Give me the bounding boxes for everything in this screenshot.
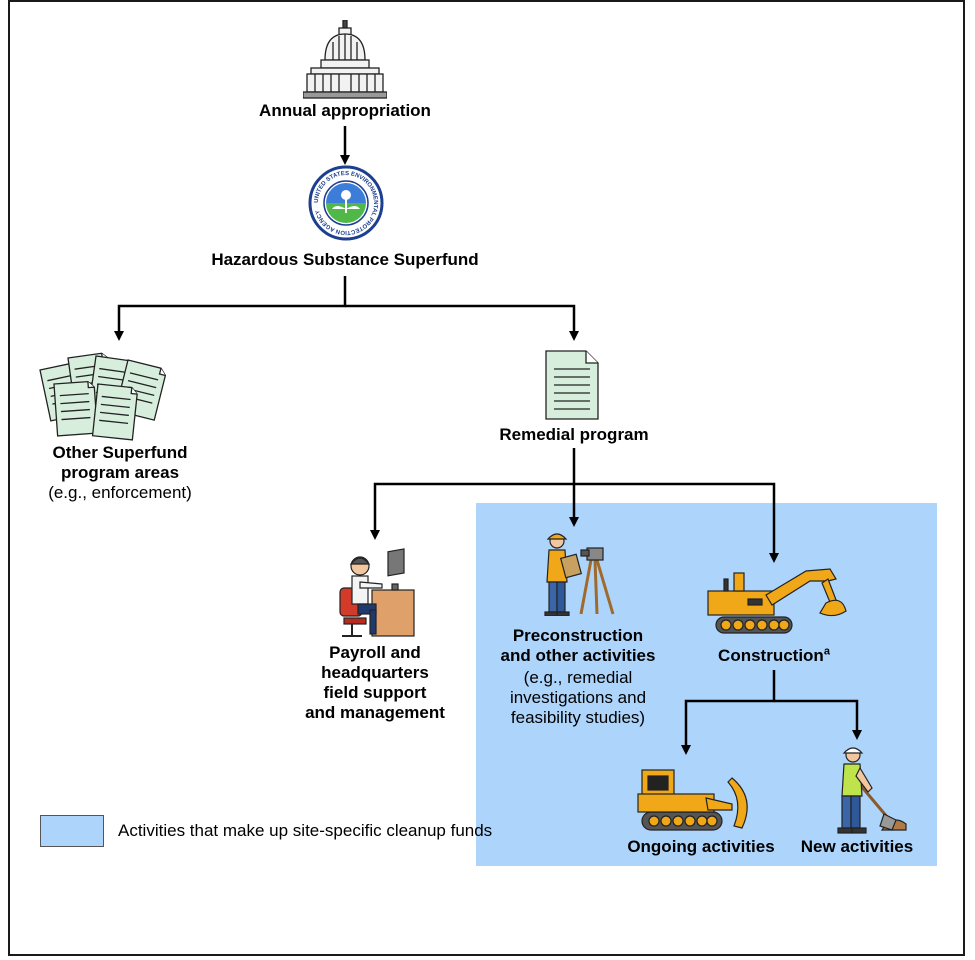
payroll-line1: Payroll and <box>329 643 421 662</box>
appropriation-label: Annual appropriation <box>259 101 431 120</box>
payroll-line2: headquarters <box>321 663 429 682</box>
construction-label: Constructiona <box>674 646 874 666</box>
connector-remedial-to-payroll <box>370 448 576 540</box>
connector-construction-to-ongoing <box>681 670 776 755</box>
diagram-frame <box>8 0 965 956</box>
connector-construction-to-new <box>774 699 862 740</box>
legend-swatch <box>40 815 104 847</box>
superfund-label: Hazardous Substance Superfund <box>211 250 479 269</box>
legend-text: Activities that make up site-specific cl… <box>118 821 493 840</box>
connector-remedial-to-construction <box>574 482 779 563</box>
other-areas-label: Other Superfund program areas (e.g., enf… <box>0 443 240 503</box>
office-worker-icon <box>339 548 415 637</box>
new-activities-label: New activities <box>800 837 914 856</box>
payroll-line4: and management <box>305 703 445 722</box>
other-areas-note: (e.g., enforcement) <box>48 483 192 502</box>
excavator-icon <box>707 568 847 634</box>
other-areas-title-line2: program areas <box>60 463 180 482</box>
document-stack-icon <box>39 352 167 441</box>
other-areas-title-line1: Other Superfund <box>52 443 188 462</box>
remedial-label: Remedial program <box>499 425 649 444</box>
epa-seal-icon: UNITED STATES ENVIRONMENTAL PROTECTION A… <box>308 165 384 241</box>
worker-with-shovel-icon <box>837 747 907 834</box>
preconstruction-title: Preconstruction and other activities <box>478 626 678 666</box>
document-icon <box>545 350 599 420</box>
connector-superfund-split <box>114 276 347 341</box>
preconstruction-note1: (e.g., remedial <box>523 668 633 687</box>
bulldozer-icon <box>637 769 748 831</box>
construction-title: Construction <box>718 646 824 665</box>
payroll-label: Payroll and headquarters field support a… <box>270 643 480 723</box>
preconstruction-note3: feasibility studies) <box>510 708 646 727</box>
connector-superfund-to-remedial <box>345 304 579 341</box>
preconstruction-note: (e.g., remedial investigations and feasi… <box>478 668 678 728</box>
payroll-line3: field support <box>323 683 427 702</box>
preconstruction-line2: and other activities <box>500 646 656 665</box>
ongoing-label: Ongoing activities <box>627 837 775 856</box>
surveyor-icon <box>544 533 615 616</box>
preconstruction-note2: investigations and <box>509 688 647 707</box>
construction-footnote-marker: a <box>823 645 830 658</box>
capitol-building-icon <box>303 20 387 99</box>
preconstruction-line1: Preconstruction <box>512 626 644 645</box>
